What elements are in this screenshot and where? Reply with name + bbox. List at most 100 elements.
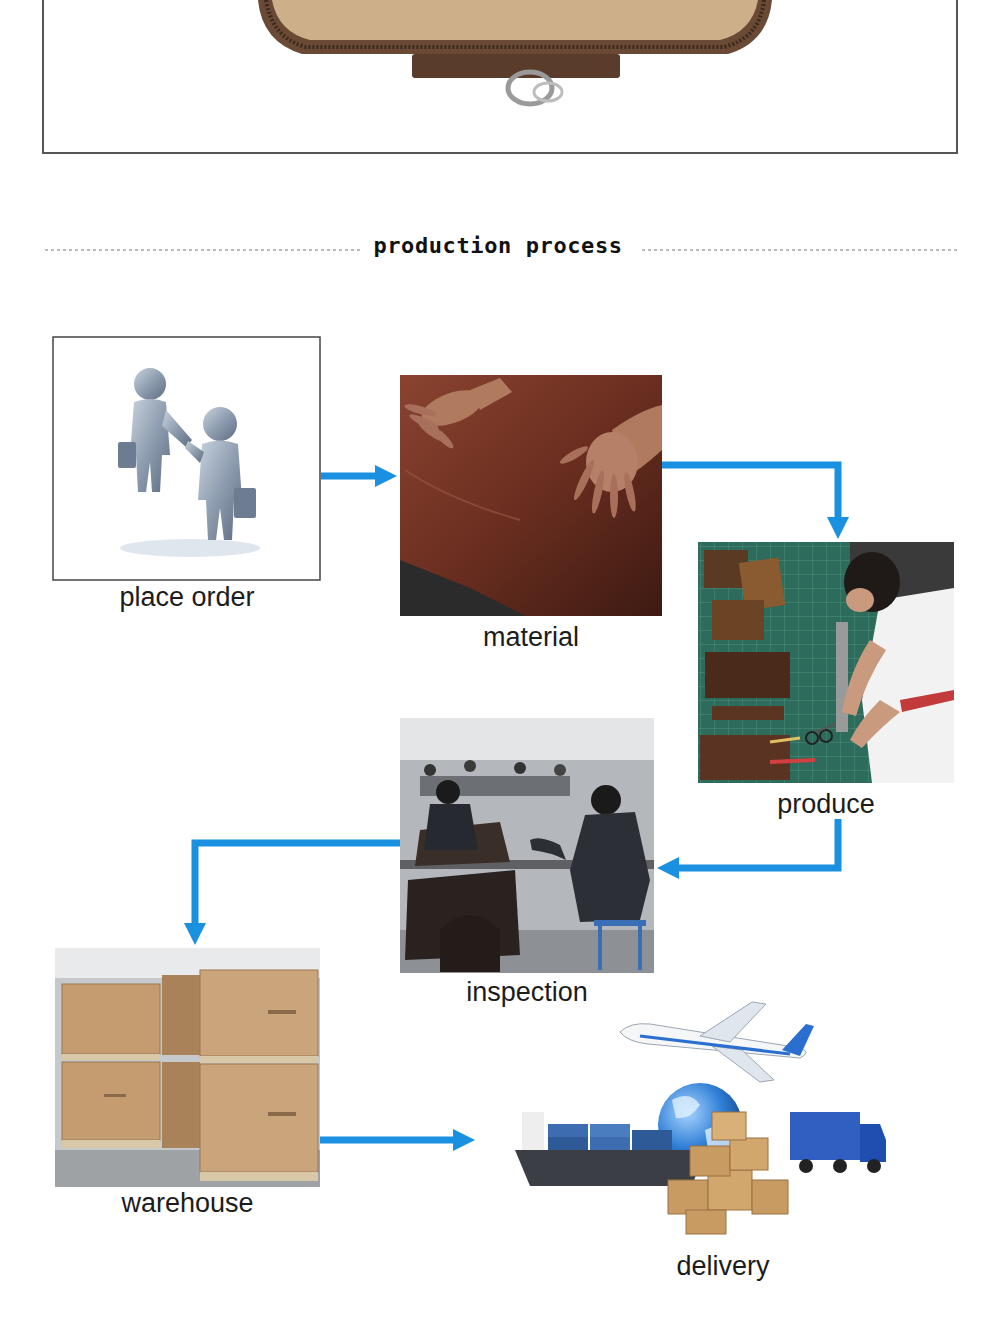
cutting-picture-part — [698, 542, 954, 783]
warehouse-picture-part — [268, 1010, 296, 1014]
delivery-picture-part — [712, 1112, 746, 1140]
process-step: delivery — [478, 1010, 882, 1281]
delivery-picture-part — [590, 1137, 630, 1150]
delivery-picture-part — [752, 1180, 788, 1214]
warehouse-picture-part — [268, 1112, 296, 1116]
cutting-picture-part — [705, 652, 790, 698]
handshake-picture-part — [185, 441, 204, 463]
cutting-picture-part — [900, 690, 954, 712]
warehouse-picture-part — [55, 948, 320, 1187]
delivery-picture — [515, 1002, 886, 1234]
handshake-picture-part — [203, 407, 237, 441]
flow-arrow — [679, 819, 838, 868]
bag-bottom-part — [258, 0, 772, 54]
process-step: inspection — [400, 718, 654, 1007]
workshop-picture-part — [638, 925, 642, 970]
delivery-picture-part — [799, 1159, 813, 1173]
cutting-picture-part — [844, 552, 900, 612]
bag-bottom-part — [508, 72, 552, 104]
workshop-picture-part — [598, 925, 602, 970]
handshake-picture — [53, 337, 320, 580]
leather-picture-part — [571, 458, 597, 501]
cutting-picture-part — [836, 622, 848, 732]
cutting-picture-part — [698, 542, 954, 783]
warehouse-picture-part — [62, 1062, 160, 1140]
delivery-picture-part — [522, 1112, 544, 1150]
step-picture-area — [55, 948, 320, 1188]
leather-picture-part — [405, 470, 520, 520]
workshop-picture-part — [570, 812, 650, 922]
cutting-picture-part — [846, 588, 874, 612]
workshop-picture-part — [554, 764, 566, 776]
handshake-picture-part — [118, 442, 136, 468]
delivery-picture-part — [867, 1159, 881, 1173]
product-photo-frame — [43, 0, 957, 153]
delivery-picture-part — [548, 1137, 588, 1150]
title-rule-part — [45, 250, 362, 251]
workshop-picture-part — [424, 764, 436, 776]
warehouse-picture-part — [162, 975, 200, 1055]
product-photo-frame-part — [43, 0, 957, 153]
delivery-picture-part — [632, 1130, 672, 1150]
delivery-picture-part — [640, 1036, 790, 1054]
warehouse-picture-part — [200, 970, 318, 1056]
handshake-picture-part — [120, 539, 260, 557]
delivery-picture-part — [690, 1146, 730, 1176]
diagram-title: production process — [0, 233, 996, 258]
warehouse-picture-part — [104, 1094, 126, 1097]
delivery-picture-part — [790, 1112, 860, 1160]
step-picture-area — [53, 337, 321, 582]
bag-bottom-part — [534, 83, 562, 101]
leather-picture-part — [400, 560, 525, 616]
workshop-picture-part — [530, 838, 566, 860]
leather-picture — [400, 375, 662, 616]
process-step: warehouse — [55, 948, 320, 1218]
delivery-picture-part — [782, 1024, 814, 1056]
warehouse-picture — [55, 948, 320, 1187]
cutting-picture-part — [712, 600, 764, 640]
workshop-picture-part — [400, 718, 654, 973]
leather-picture-part — [400, 375, 662, 616]
leather-picture-part — [404, 402, 437, 418]
step-picture-area — [400, 718, 654, 977]
step-picture-area — [698, 542, 954, 789]
warehouse-picture-part — [200, 1056, 318, 1063]
handshake-picture-part — [234, 488, 256, 518]
step-caption: produce — [698, 789, 954, 819]
leather-picture-part — [430, 425, 455, 450]
workshop-picture-part — [464, 760, 476, 772]
flow-arrow — [320, 1137, 453, 1144]
leather-picture-part — [558, 444, 590, 467]
workshop-picture-part — [424, 804, 478, 850]
cutting-picture-part — [712, 706, 784, 720]
step-caption: material — [400, 622, 662, 652]
cutting-picture-part — [770, 760, 815, 762]
cutting-picture-part — [850, 700, 900, 748]
cutting-picture-part — [770, 738, 800, 742]
warehouse-picture-part — [162, 1062, 200, 1148]
delivery-picture-part — [686, 1210, 726, 1234]
delivery-picture-part — [833, 1159, 847, 1173]
workshop-picture — [400, 718, 654, 973]
workshop-picture-part — [594, 920, 646, 926]
cutting-picture — [698, 542, 954, 783]
leather-picture-part — [470, 378, 512, 410]
bag-bottom-part — [266, 0, 764, 47]
step-caption: place order — [53, 582, 321, 612]
cutting-picture-part — [862, 588, 954, 783]
warehouse-picture-part — [62, 1054, 160, 1060]
step-picture-area — [478, 1010, 882, 1251]
handshake-picture-part — [162, 410, 192, 447]
delivery-picture-part — [590, 1124, 630, 1137]
delivery-picture-part — [672, 1096, 700, 1118]
workshop-picture-part — [514, 762, 526, 774]
workshop-picture-part — [436, 780, 460, 804]
flow-arrow — [195, 843, 400, 923]
leather-picture-part — [610, 474, 618, 518]
bag-bottom — [258, 0, 772, 104]
step-caption: warehouse — [55, 1188, 320, 1218]
delivery-picture-part — [548, 1124, 588, 1137]
flow-arrow — [321, 473, 375, 480]
step-caption: delivery — [478, 1251, 882, 1281]
warehouse-picture-part — [62, 1140, 160, 1148]
